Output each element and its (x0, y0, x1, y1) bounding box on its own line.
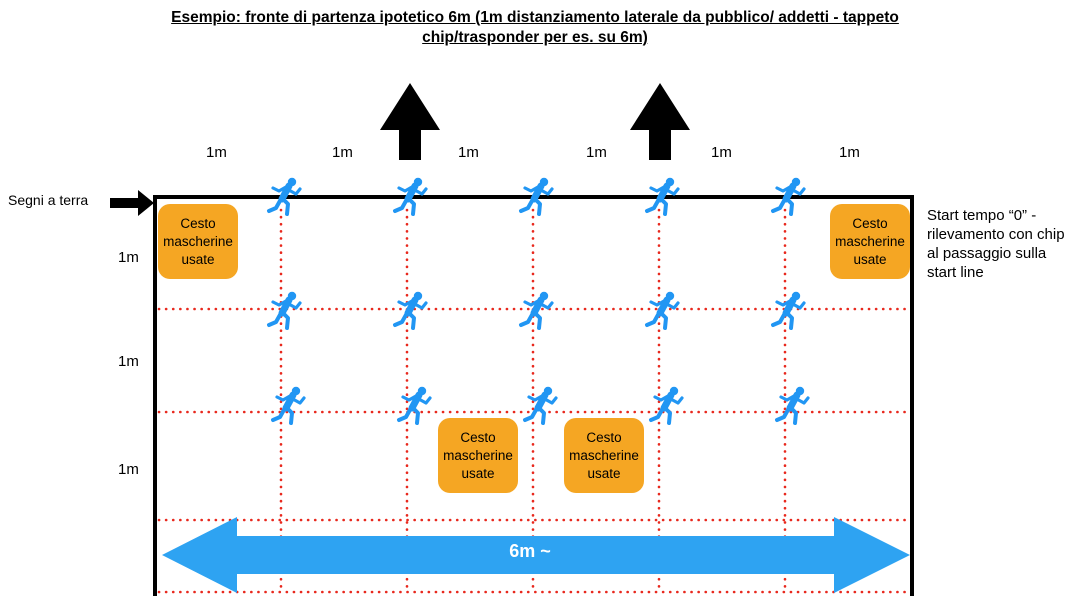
mask-basket: Cesto mascherine usate (438, 418, 518, 493)
spacing-label: 1m (711, 144, 732, 161)
basket-label: Cesto mascherine usate (569, 429, 639, 481)
row-spacing-label: 1m (118, 353, 139, 370)
width-double-arrow (162, 517, 910, 593)
basket-label: Cesto mascherine usate (163, 215, 233, 267)
basket-label: Cesto mascherine usate (835, 215, 905, 267)
start-note: Start tempo “0” - rilevamento con chip a… (927, 207, 1065, 281)
row-spacing-label: 1m (118, 249, 139, 266)
row-spacing-label: 1m (118, 461, 139, 478)
spacing-label: 1m (586, 144, 607, 161)
up-arrow-icon (630, 83, 690, 160)
spacing-label: 1m (839, 144, 860, 161)
spacing-label: 1m (206, 144, 227, 161)
basket-label: Cesto mascherine usate (443, 429, 513, 481)
spacing-label: 1m (458, 144, 479, 161)
width-label: 6m ~ (509, 541, 551, 561)
mask-basket: Cesto mascherine usate (564, 418, 644, 493)
ground-marks-label: Segni a terra (8, 192, 89, 208)
runner-icon (269, 178, 808, 423)
right-arrow-icon (110, 190, 154, 216)
spacing-label: 1m (332, 144, 353, 161)
mask-basket: Cesto mascherine usate (158, 204, 238, 279)
mask-basket: Cesto mascherine usate (830, 204, 910, 279)
diagram-title: Esempio: fronte di partenza ipotetico 6m… (171, 9, 899, 46)
up-arrow-icon (380, 83, 440, 160)
